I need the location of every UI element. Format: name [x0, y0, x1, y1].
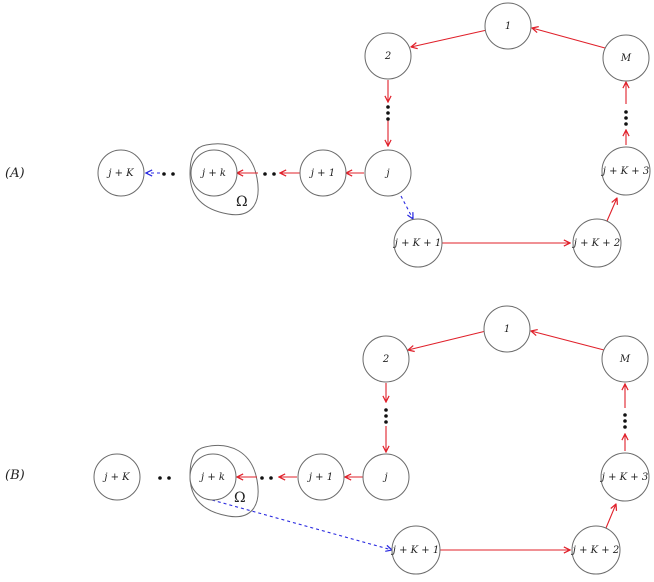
panel-a-node-j1: j + 1 [299, 149, 347, 197]
panel-b-ellipsis-vertical-left [384, 408, 388, 424]
svg-text:j + K + 2: j + K + 2 [571, 545, 619, 556]
panel-b-node-K2: j + K + 2 [571, 525, 621, 575]
panel-a-label: (A) [5, 166, 25, 181]
svg-text:M: M [620, 53, 632, 64]
svg-text:j + 1: j + 1 [309, 168, 335, 179]
panel-b-edge-jk-K1 [211, 499, 392, 550]
panel-a-node-jK: j + K [97, 149, 145, 197]
panel-b-node-j1: j + 1 [297, 453, 345, 501]
panel-a-ellipsis-vertical-left [386, 105, 390, 121]
panel-a-node-K1: j + K + 1 [393, 218, 443, 268]
panel-b-node-j: j [362, 453, 410, 501]
svg-text:j + K + 1: j + K + 1 [393, 238, 441, 249]
panel-b-omega-region [189, 445, 259, 518]
panel-b-node-jK: j + K [93, 453, 141, 501]
svg-text:j + 1: j + 1 [307, 472, 333, 483]
panel-b-omega-label: Ω [234, 490, 246, 506]
panel-b-ellipsis-j1-jk [260, 476, 273, 480]
svg-text:j + K + 1: j + K + 1 [391, 545, 439, 556]
panel-b-node-K1: j + K + 1 [391, 525, 441, 575]
panel-a: (A) Ω 1 2 M [5, 2, 651, 268]
panel-a-edge-j-K1 [400, 195, 413, 219]
panel-b-node-1: 1 [483, 305, 531, 353]
panel-a-omega-region [189, 143, 259, 216]
svg-text:j + K: j + K [106, 168, 134, 179]
panel-b-edge-K2-K3 [605, 504, 616, 529]
svg-text:1: 1 [504, 324, 510, 335]
panel-a-node-jk: j + k [190, 149, 238, 197]
panel-a-edge-M-1 [532, 28, 606, 49]
panel-a-node-K2: j + K + 2 [572, 218, 622, 268]
panel-b-ellipsis-jk-jK [158, 476, 171, 480]
panel-a-node-2: 2 [364, 32, 412, 80]
svg-text:j + K + 2: j + K + 2 [572, 238, 620, 249]
panel-a-ellipsis-j1-jk [263, 172, 276, 176]
panel-a-omega-label: Ω [236, 194, 248, 210]
svg-text:j: j [382, 472, 387, 483]
panel-a-node-M: M [602, 34, 650, 82]
panel-b-node-jk: j + k [189, 453, 237, 501]
svg-text:j + k: j + k [199, 472, 225, 483]
panel-a-node-j: j [364, 149, 412, 197]
panel-b-edge-1-2 [408, 330, 487, 350]
svg-text:j + k: j + k [200, 168, 226, 179]
panel-b-ellipsis-vertical-right [623, 413, 627, 429]
panel-b-node-2: 2 [362, 335, 410, 383]
svg-text:j + K + 3: j + K + 3 [600, 472, 648, 483]
svg-text:j + K + 3: j + K + 3 [601, 166, 649, 177]
panel-b-node-M: M [601, 335, 649, 383]
panel-b-label: (B) [5, 468, 25, 483]
panel-a-ellipsis-vertical-right [624, 110, 628, 126]
panel-a-edge-1-2 [411, 29, 488, 47]
svg-text:1: 1 [505, 21, 511, 32]
svg-text:j + K: j + K [102, 472, 130, 483]
panel-b: (B) Ω 1 2 M j [5, 305, 650, 575]
panel-a-ellipsis-jk-jK [162, 172, 175, 176]
panel-b-edge-M-1 [531, 331, 605, 351]
svg-text:j: j [384, 168, 389, 179]
panel-b-node-K3: j + K + 3 [600, 452, 650, 502]
panel-a-node-K3: j + K + 3 [601, 146, 651, 196]
svg-text:2: 2 [384, 51, 391, 62]
svg-text:2: 2 [382, 354, 389, 365]
panel-a-node-1: 1 [484, 2, 532, 50]
panel-a-edge-K2-K3 [606, 198, 617, 222]
svg-text:M: M [619, 354, 631, 365]
